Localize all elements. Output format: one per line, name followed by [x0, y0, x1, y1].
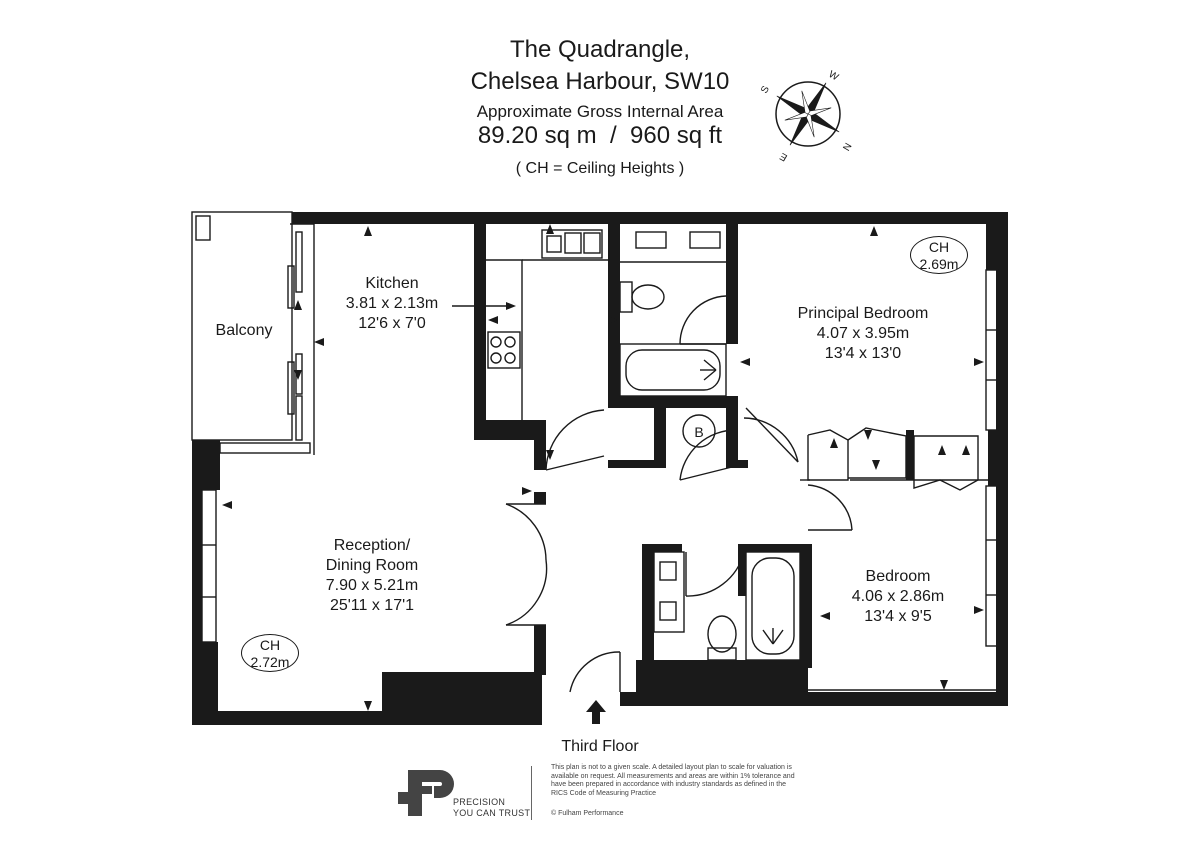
compass-e: E [778, 150, 790, 163]
footer-divider [531, 766, 532, 820]
reception-label: Reception/ Dining Room 7.90 x 5.21m 25'1… [325, 537, 419, 614]
principal-bedroom-label: Principal Bedroom 4.07 x 3.95m 13'4 x 13… [797, 305, 929, 362]
compass-n: N [840, 141, 853, 153]
disclaimer: This plan is not to a given scale. A det… [551, 764, 795, 797]
ceiling-note: ( CH = Ceiling Heights ) [515, 160, 685, 177]
kitchen-label: Kitchen 3.81 x 2.13m 12'6 x 7'0 [345, 275, 439, 332]
walls [192, 212, 1008, 725]
dimension-markers [222, 224, 984, 711]
floor-label: Third Floor [561, 738, 639, 755]
bedroom-label: Bedroom 4.06 x 2.86m 13'4 x 9'5 [851, 568, 945, 625]
precision-logo-icon [398, 770, 454, 816]
address-line-2: Chelsea Harbour, SW10 [470, 68, 730, 95]
reception-ceiling-height: CH 2.72m [241, 634, 299, 672]
thin-lines [191, 211, 999, 693]
area-label: Approximate Gross Internal Area [476, 102, 724, 121]
boiler-label: B [694, 424, 703, 440]
compass-s: S [759, 84, 772, 96]
address-line-1: The Quadrangle, [509, 36, 691, 63]
balcony-label: Balcony [215, 322, 273, 339]
copyright: © Fulham Performance [551, 810, 624, 817]
principal-ceiling-height: CH 2.69m [910, 236, 968, 274]
entrance-arrow-icon [586, 700, 606, 724]
compass-w: W [827, 69, 841, 84]
compass-icon: W N E S [759, 69, 853, 163]
area-value: 89.20 sq m / 960 sq ft [477, 122, 723, 149]
brand-tagline: PRECISION YOU CAN TRUST [453, 797, 531, 818]
